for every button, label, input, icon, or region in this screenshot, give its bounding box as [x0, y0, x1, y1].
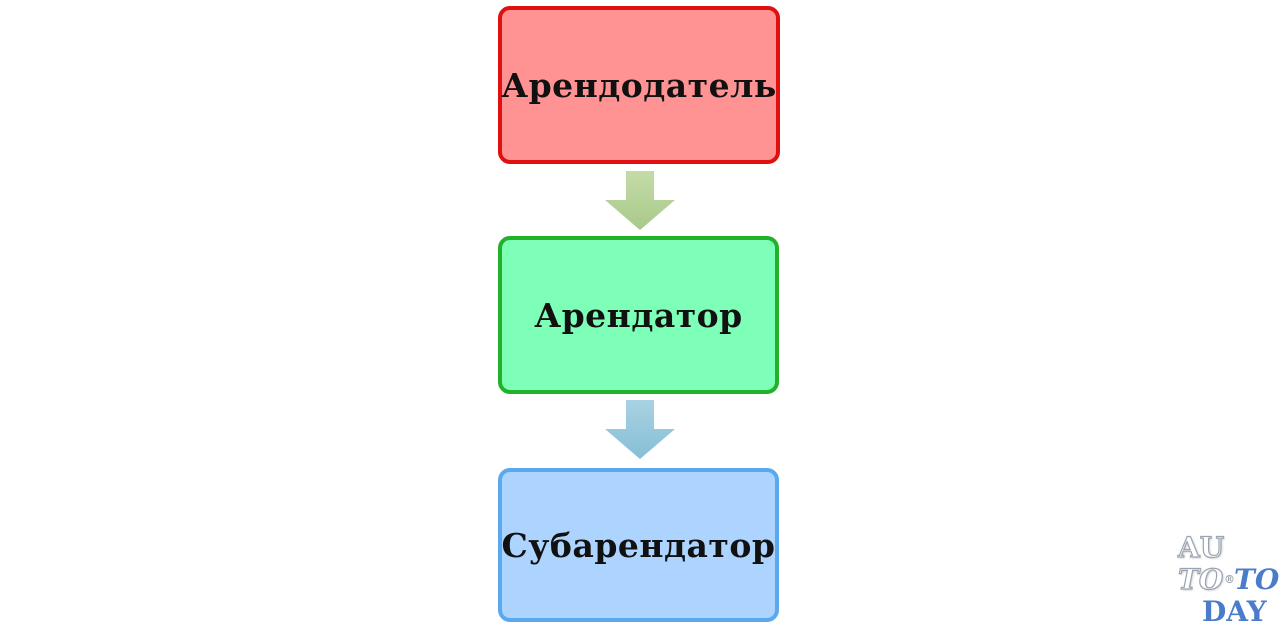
- arrow-down-icon: [605, 400, 675, 459]
- node-subtenant-label: Субарендатор: [501, 525, 776, 565]
- node-landlord: Арендодатель: [498, 6, 780, 164]
- logo-line3: DAY: [1202, 595, 1267, 628]
- logo-line2a: TO: [1177, 563, 1224, 596]
- arrow-down-icon: [605, 171, 675, 230]
- logo-line2b: TO: [1234, 563, 1280, 596]
- node-landlord-label: Арендодатель: [501, 65, 777, 105]
- registered-icon: ®: [1224, 573, 1235, 586]
- node-subtenant: Субарендатор: [498, 468, 779, 622]
- logo-line1: AU: [1177, 531, 1225, 564]
- autotoday-watermark-logo: AU TO ® TO DAY: [1172, 531, 1280, 632]
- node-tenant-label: Арендатор: [534, 295, 743, 335]
- node-tenant: Арендатор: [498, 236, 779, 394]
